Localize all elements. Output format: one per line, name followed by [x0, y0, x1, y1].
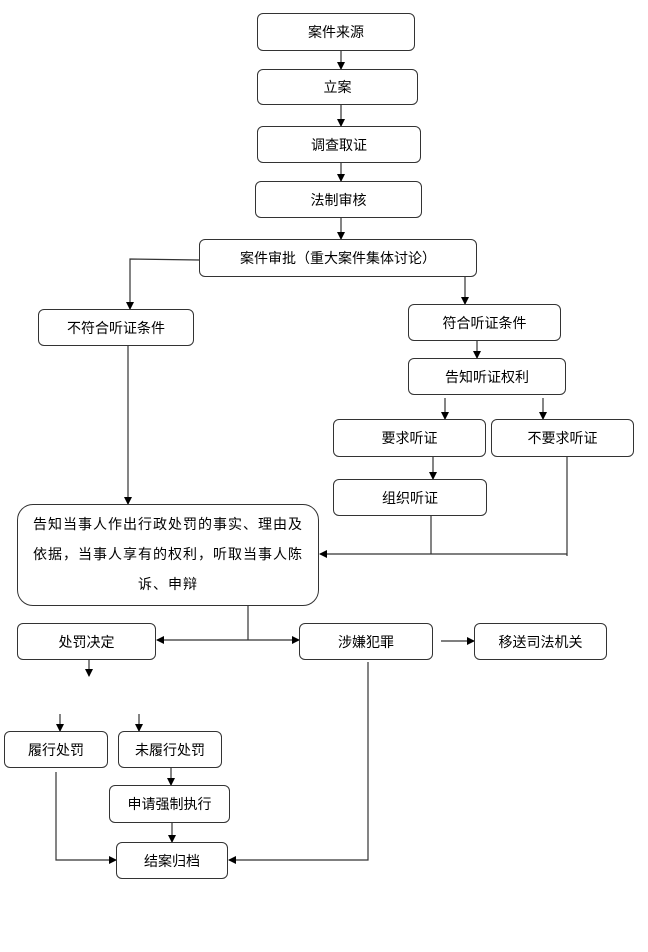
node-notify-hearing: 告知听证权利 [408, 358, 566, 395]
node-not-fulfilled: 未履行处罚 [118, 731, 222, 768]
arrow [126, 258, 200, 310]
arrow [228, 662, 369, 864]
node-not-hearing: 不符合听证条件 [38, 309, 194, 346]
node-legal-review: 法制审核 [255, 181, 422, 218]
node-case-source: 案件来源 [257, 13, 415, 51]
node-approval: 案件审批（重大案件集体讨论） [199, 239, 477, 277]
node-organize-hearing: 组织听证 [333, 479, 487, 516]
node-investigation: 调查取证 [257, 126, 421, 163]
node-close-archive: 结案归档 [116, 842, 228, 879]
node-no-request-hearing: 不要求听证 [491, 419, 634, 457]
node-notify-party: 告知当事人作出行政处罚的事实、理由及依据，当事人享有的权利，听取当事人陈诉、申辩 [17, 504, 319, 606]
node-transfer-judicial: 移送司法机关 [474, 623, 607, 660]
node-filing: 立案 [257, 69, 418, 105]
node-request-hearing: 要求听证 [333, 419, 486, 457]
node-suspected-crime: 涉嫌犯罪 [299, 623, 433, 660]
node-decision: 处罚决定 [17, 623, 156, 660]
node-hearing: 符合听证条件 [408, 304, 561, 341]
node-enforcement: 申请强制执行 [109, 785, 230, 823]
arrow [55, 772, 117, 864]
node-fulfilled: 履行处罚 [4, 731, 108, 768]
